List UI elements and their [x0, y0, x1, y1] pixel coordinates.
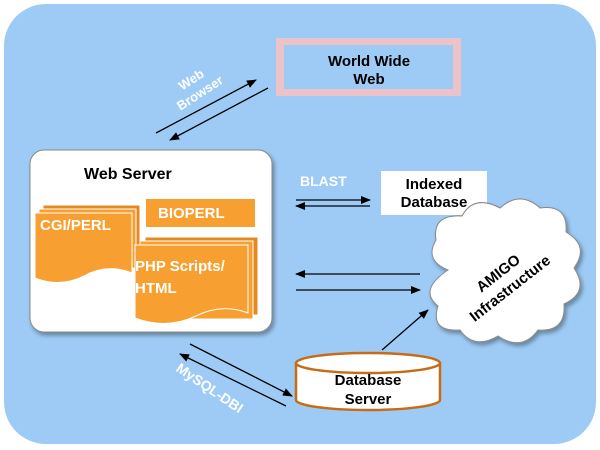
web-server-node: Web Server CGI/PERL BIOPERL PHP Scripts/…: [29, 149, 273, 333]
indexed-database-line2: Database: [401, 194, 468, 211]
amigo-cloud-node: AMIGO Infrastructure: [429, 198, 581, 344]
arrow-dbserver-to-server: [179, 353, 287, 407]
arrow-server-to-dbserver: [189, 343, 293, 397]
database-server-line2: Server: [345, 391, 392, 408]
arrow-dbserver-to-amigo: [381, 309, 429, 351]
web-server-title: Web Server: [84, 166, 172, 183]
arrow-server-to-www: [155, 79, 257, 134]
blast-label: BLAST: [300, 173, 347, 189]
world-wide-web-line1: World Wide: [328, 53, 410, 70]
php-html-line1: PHP Scripts/: [135, 258, 226, 275]
database-server-line1: Database: [335, 372, 402, 389]
background-panel: [4, 4, 596, 444]
database-server-node: Database Server: [294, 351, 442, 412]
indexed-database-line1: Indexed: [406, 176, 463, 193]
arrow-www-to-server: [169, 87, 269, 141]
indexed-database-node: Indexed Database: [381, 171, 487, 215]
bioperl-label: BIOPERL: [158, 205, 225, 222]
world-wide-web-node: World Wide Web: [276, 38, 461, 96]
bioperl-box: BIOPERL: [146, 199, 255, 227]
cgi-perl-label: CGI/PERL: [40, 217, 111, 234]
php-html-line2: HTML: [135, 280, 177, 297]
cgi-perl-doc: CGI/PERL: [34, 204, 141, 283]
php-html-doc: PHP Scripts/ HTML: [134, 236, 259, 325]
world-wide-web-line2: Web: [353, 71, 384, 88]
